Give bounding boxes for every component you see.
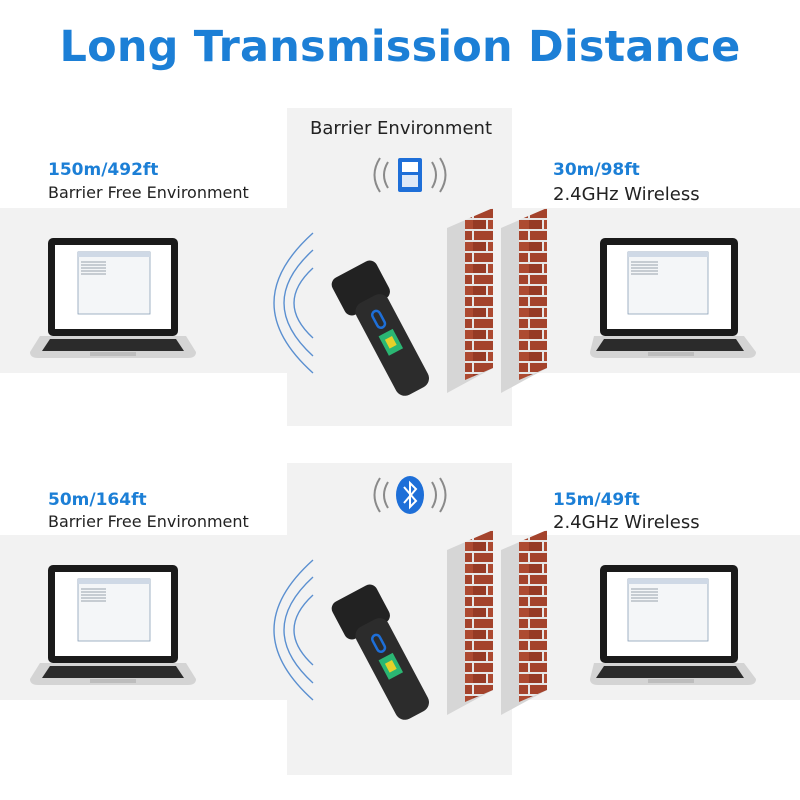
- distance-label-bottom-right: 15m/49ft: [553, 490, 640, 510]
- env-label-top-left: Barrier Free Environment: [48, 183, 249, 202]
- distance-label-bottom-left: 50m/164ft: [48, 490, 147, 510]
- env-label-bottom-left: Barrier Free Environment: [48, 512, 249, 531]
- signal-waves-top-left: [273, 232, 314, 374]
- brick-wall-top: [447, 208, 547, 393]
- distance-label-top-left: 150m/492ft: [48, 160, 159, 180]
- barcode-scanner-bottom: [331, 584, 429, 720]
- laptop-bottom-left: [30, 565, 196, 685]
- usb-dongle-icon: [373, 157, 447, 193]
- laptop-top-left: [30, 238, 196, 358]
- laptop-bottom-right: [590, 565, 756, 685]
- signal-waves-bottom-left: [273, 559, 314, 701]
- bluetooth-icon: [373, 476, 447, 514]
- barcode-scanner-top: [331, 260, 429, 396]
- brick-wall-bottom: [447, 530, 547, 715]
- laptop-top-right: [590, 238, 756, 358]
- env-label-bottom-right: 2.4GHz Wireless: [553, 512, 700, 533]
- page-title: Long Transmission Distance: [59, 22, 741, 72]
- env-label-top-right: 2.4GHz Wireless: [553, 184, 700, 205]
- barrier-environment-label: Barrier Environment: [310, 118, 492, 139]
- distance-label-top-right: 30m/98ft: [553, 160, 640, 180]
